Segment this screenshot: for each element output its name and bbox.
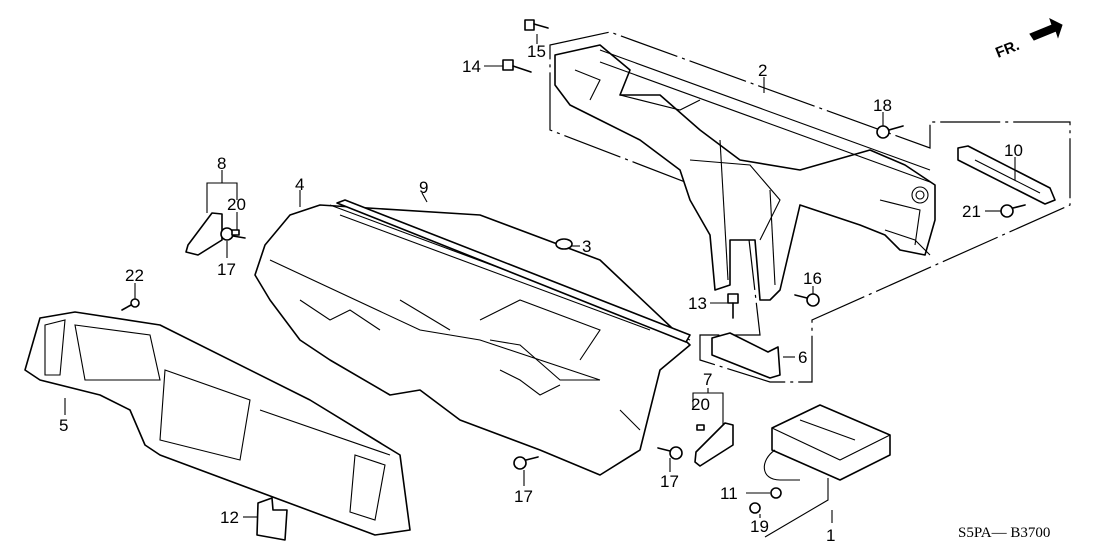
bolt-17c-icon (657, 446, 683, 460)
callout-5: 5 (59, 416, 68, 435)
callout-8: 8 (217, 154, 226, 173)
bracket-10 (957, 145, 1056, 205)
bolt-16-icon (794, 293, 820, 307)
bolt-14-icon (502, 59, 532, 73)
front-arrow-icon (1029, 18, 1063, 41)
bolt-17b-icon (513, 456, 539, 470)
callout-16: 16 (803, 269, 822, 288)
callout-19: 19 (750, 517, 769, 536)
passenger-airbag (763, 404, 891, 481)
clip-20a-icon (231, 229, 240, 236)
callout-14: 14 (462, 57, 481, 76)
cover-7 (694, 422, 734, 467)
callout-17-right: 17 (660, 472, 679, 491)
fasteners (121, 19, 1026, 514)
bolt-15-icon (524, 19, 549, 31)
callout-17-bottom: 17 (514, 487, 533, 506)
dashboard-pad-strip (336, 199, 691, 343)
callout-15: 15 (527, 42, 546, 61)
callout-17-left: 17 (217, 260, 236, 279)
callout-22: 22 (125, 266, 144, 285)
callout-21: 21 (962, 202, 981, 221)
fr-label: FR. (993, 37, 1022, 62)
callout-1: 1 (826, 526, 835, 545)
front-direction-indicator: FR. (993, 18, 1063, 62)
callout-6: 6 (798, 348, 807, 367)
bracket-6 (711, 332, 781, 379)
callout-7: 7 (703, 370, 712, 389)
instrument-panel-garnish (24, 311, 411, 536)
callout-labels: 1 2 3 4 5 6 7 8 9 10 11 12 13 14 15 16 1… (59, 42, 1023, 545)
cover-8 (185, 212, 223, 256)
steering-hanger-beam (554, 44, 936, 301)
clip-20b-icon (696, 424, 705, 431)
diagram-code: S5PA— B3700 (958, 525, 1050, 541)
callout-10: 10 (1004, 141, 1023, 160)
callout-12: 12 (220, 508, 239, 527)
callout-2: 2 (758, 61, 767, 80)
bolt-18-icon (876, 125, 904, 139)
callout-3: 3 (582, 237, 591, 256)
callout-13: 13 (688, 294, 707, 313)
callout-18: 18 (873, 96, 892, 115)
instrument-panel (254, 204, 691, 476)
bolt-13-icon (727, 293, 739, 319)
callout-20-upper: 20 (227, 195, 246, 214)
callout-4: 4 (295, 175, 304, 194)
bolt-17a-icon (220, 227, 246, 241)
nut-19-icon (749, 502, 761, 514)
label-12 (256, 497, 288, 541)
nut-11-icon (770, 487, 782, 499)
callout-11: 11 (720, 484, 738, 503)
plug-3 (555, 238, 573, 250)
bolt-21-icon (1000, 204, 1026, 218)
leader-lines (64, 34, 1016, 538)
group-outline-beam (549, 31, 1071, 383)
callout-20-lower: 20 (691, 395, 710, 414)
screw-22-icon (121, 298, 140, 311)
callout-9: 9 (419, 178, 428, 197)
